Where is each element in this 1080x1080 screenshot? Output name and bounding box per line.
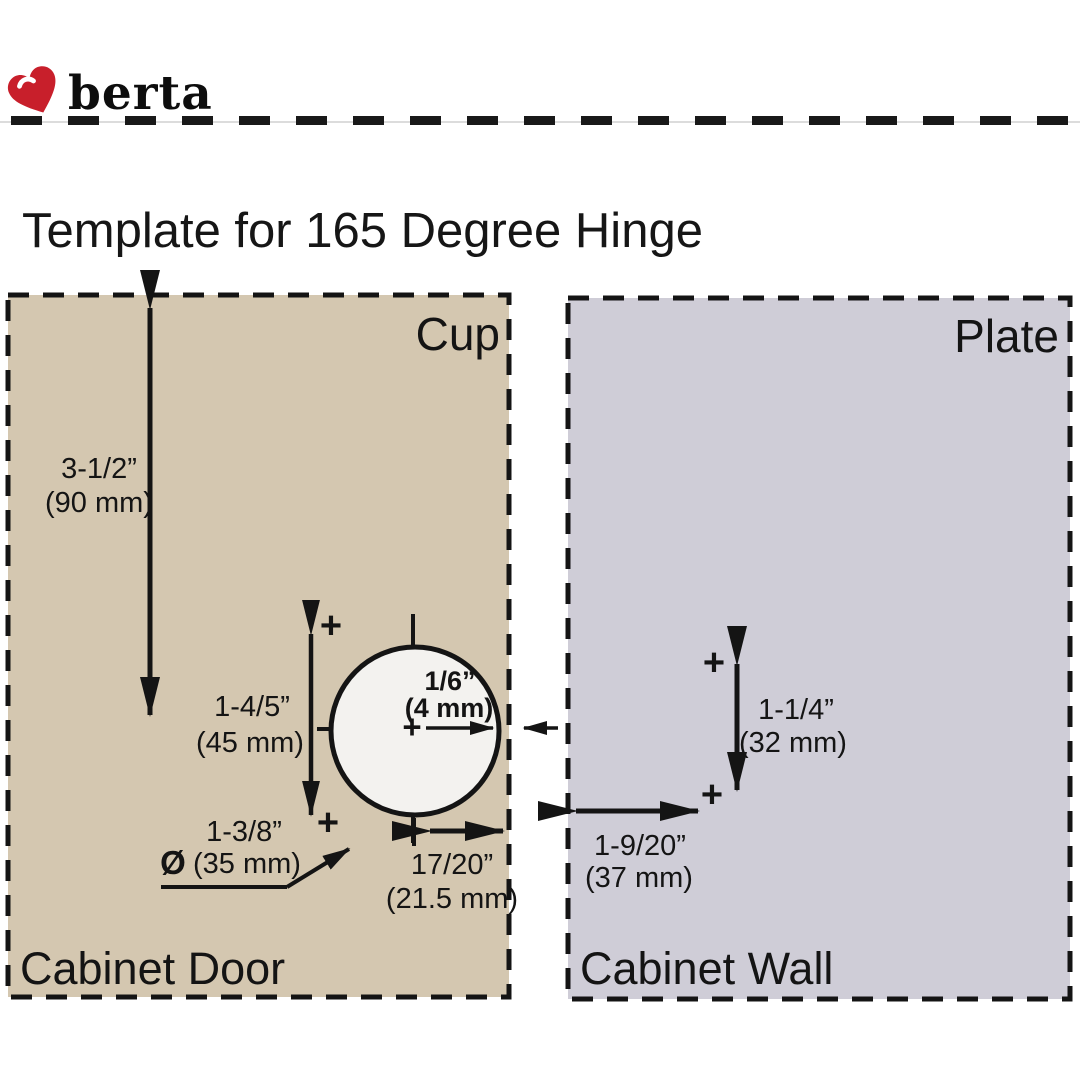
cabinet-wall-panel	[565, 295, 1073, 1002]
cabinet-wall-label: Cabinet Wall	[580, 943, 833, 994]
door-height-inch: 3-1/2”	[61, 453, 137, 485]
cup-center-height-mm: (45 mm)	[196, 727, 304, 759]
logo-swoosh	[17, 76, 36, 89]
logo-heart-shape	[7, 66, 56, 113]
door-height-mm: (90 mm)	[45, 487, 153, 519]
plate-top-cross-mark: +	[703, 642, 725, 684]
cup-top-cross-mark: +	[320, 605, 342, 647]
plate-edge-offset-mm: (37 mm)	[585, 862, 693, 894]
cup-center-cross-mark: +	[402, 708, 421, 745]
cup-corner-label: Cup	[416, 308, 500, 360]
cup-diameter-leader-arrow	[285, 847, 351, 889]
cup-to-edge-mm: (21.5 mm)	[386, 883, 518, 915]
cabinet-door-label: Cabinet Door	[20, 943, 285, 994]
cup-to-edge-inch: 17/20”	[411, 849, 493, 881]
cup-bottom-cross-mark: +	[317, 802, 339, 844]
cup-edge-offset-inch: 1/6”	[424, 666, 475, 696]
cup-diameter-inch: 1-3/8”	[206, 816, 282, 848]
brand-name: berta	[68, 66, 213, 121]
plate-edge-offset-inch: 1-9/20”	[594, 830, 686, 862]
plate-hole-spacing-mm: (32 mm)	[739, 727, 847, 759]
cup-edge-offset-mm: (4 mm)	[405, 693, 494, 723]
cup-center-height-inch: 1-4/5”	[214, 691, 290, 723]
diameter-symbol: Ø	[160, 844, 186, 881]
cup-diameter-mm: (35 mm)	[193, 848, 301, 880]
brand-logo: berta	[6, 64, 213, 120]
plate-hole-spacing-inch: 1-1/4”	[758, 694, 834, 726]
berta-logo-icon	[7, 66, 56, 113]
plate-corner-label: Plate	[954, 310, 1059, 362]
page-title: Template for 165 Degree Hinge	[22, 204, 703, 258]
header-dashed-line	[11, 116, 1080, 125]
plate-bottom-cross-mark: +	[701, 774, 723, 816]
